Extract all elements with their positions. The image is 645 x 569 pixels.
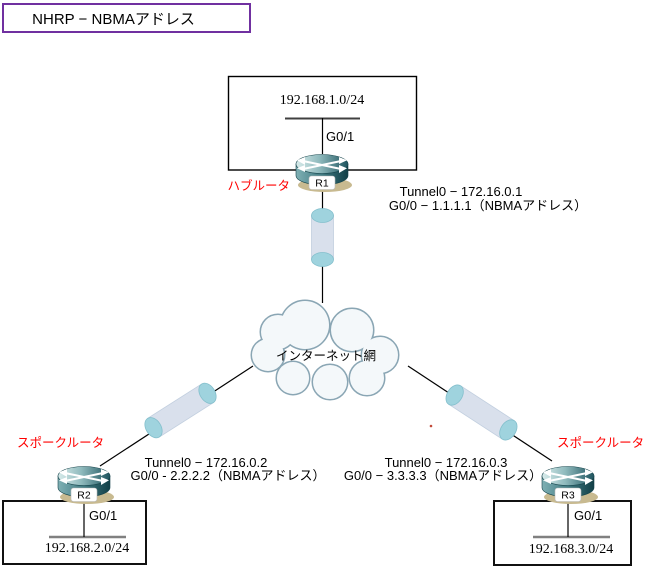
spoke-left-tunnel-address-label: Tunnel0 − 172.16.0.2 — [144, 455, 268, 470]
spoke-left-nbma-address-label: G0/0 - 2.2.2.2（NBMAアドレス） — [130, 468, 326, 483]
spoke-left-lan-interface-label: G0/1 — [89, 508, 118, 523]
spoke-right-tunnel-address-label: Tunnel0 − 172.16.0.3 — [384, 455, 508, 470]
router-arrows-icon — [297, 157, 347, 173]
router-icon-r3: R3 — [541, 466, 598, 504]
router-name-r3: R3 — [561, 490, 575, 502]
router-name-r1: R1 — [315, 178, 329, 190]
hub-lan-subnet-label: 192.168.1.0/24 — [279, 93, 365, 108]
router-arrows-icon — [543, 469, 593, 485]
pipe-icon-spoke-right — [445, 384, 518, 441]
diagram-title: NHRP − NBMAアドレス — [32, 10, 195, 28]
internet-cloud-label: インターネット網 — [275, 349, 377, 363]
internet-cloud-icon — [250, 299, 400, 401]
router-name-r2: R2 — [77, 490, 91, 502]
spoke-right-role-label: スポークルータ — [557, 436, 645, 450]
spoke-left-lan-subnet-label: 192.168.2.0/24 — [44, 541, 130, 556]
router-icon-r2: R2 — [57, 466, 114, 504]
spoke-left-role-label: スポークルータ — [17, 436, 105, 450]
spoke-right-nbma-address-label: G0/0 − 3.3.3.3（NBMAアドレス） — [343, 468, 543, 483]
spoke-right-lan-subnet-label: 192.168.3.0/24 — [528, 542, 614, 557]
hub-role-label: ハブルータ — [227, 179, 290, 193]
hub-nbma-address-label: G0/0 − 1.1.1.1（NBMAアドレス） — [388, 198, 588, 213]
pipe-icon-spoke-left — [144, 382, 217, 439]
pipe-icon-hub — [311, 208, 334, 267]
stray-red-dot — [429, 424, 433, 428]
spoke-right-lan-interface-label: G0/1 — [574, 508, 603, 523]
hub-tunnel-address-label: Tunnel0 − 172.16.0.1 — [399, 184, 523, 199]
hub-lan-interface-label: G0/1 — [326, 129, 355, 144]
router-icon-r1: R1 — [295, 154, 352, 192]
router-arrows-icon — [59, 469, 109, 485]
diagram-title-box: NHRP − NBMAアドレス — [2, 3, 251, 33]
